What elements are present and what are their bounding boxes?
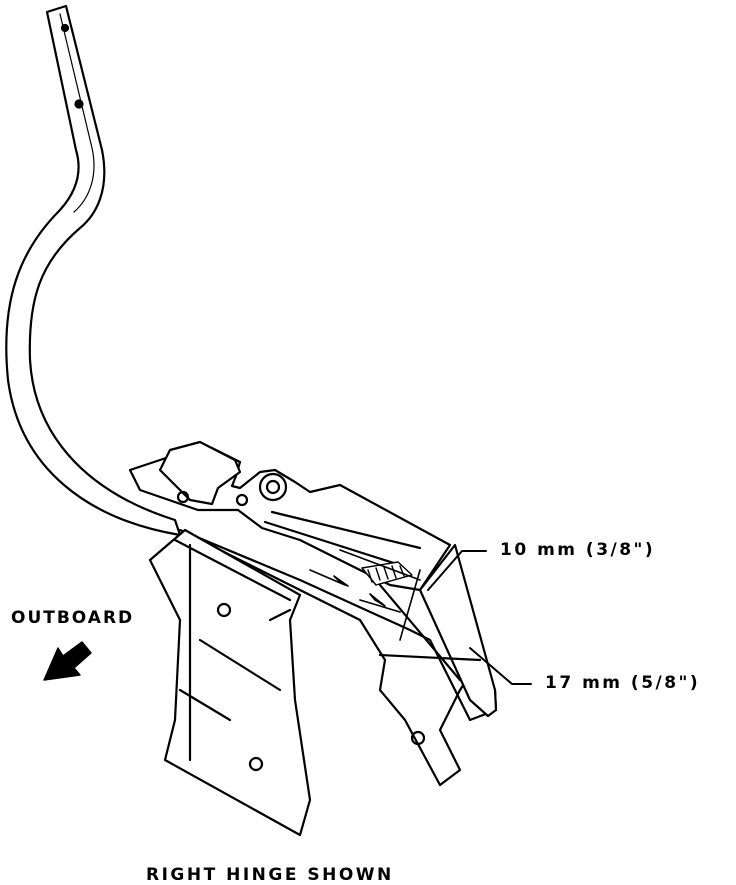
dimension-10mm-label: 10 mm (3/8") bbox=[500, 540, 656, 560]
pivot-pin bbox=[265, 479, 281, 495]
plate-hole-2 bbox=[248, 756, 264, 772]
pivot-ring bbox=[258, 472, 288, 502]
plate-hole-1 bbox=[216, 602, 232, 618]
leader-lines bbox=[427, 550, 532, 685]
plate-hole-3 bbox=[410, 730, 426, 746]
hinge-top-bracket bbox=[128, 440, 452, 592]
figure-caption: RIGHT HINGE SHOWN bbox=[146, 865, 394, 885]
arm-hole-lower bbox=[74, 99, 84, 109]
outboard-label: OUTBOARD bbox=[11, 608, 135, 628]
arrow-down-left-icon bbox=[43, 641, 92, 681]
dimension-17mm-label: 17 mm (5/8") bbox=[545, 673, 701, 693]
arm-hole-upper bbox=[60, 23, 70, 33]
bracket-hole-2 bbox=[235, 493, 249, 507]
hinge-side-flange bbox=[378, 543, 498, 718]
hinge-arm bbox=[5, 4, 182, 537]
hinge-mounting-plate bbox=[148, 528, 498, 837]
bracket-hole bbox=[176, 490, 190, 504]
spring-detail bbox=[361, 561, 413, 586]
dimension-markers bbox=[309, 549, 421, 641]
